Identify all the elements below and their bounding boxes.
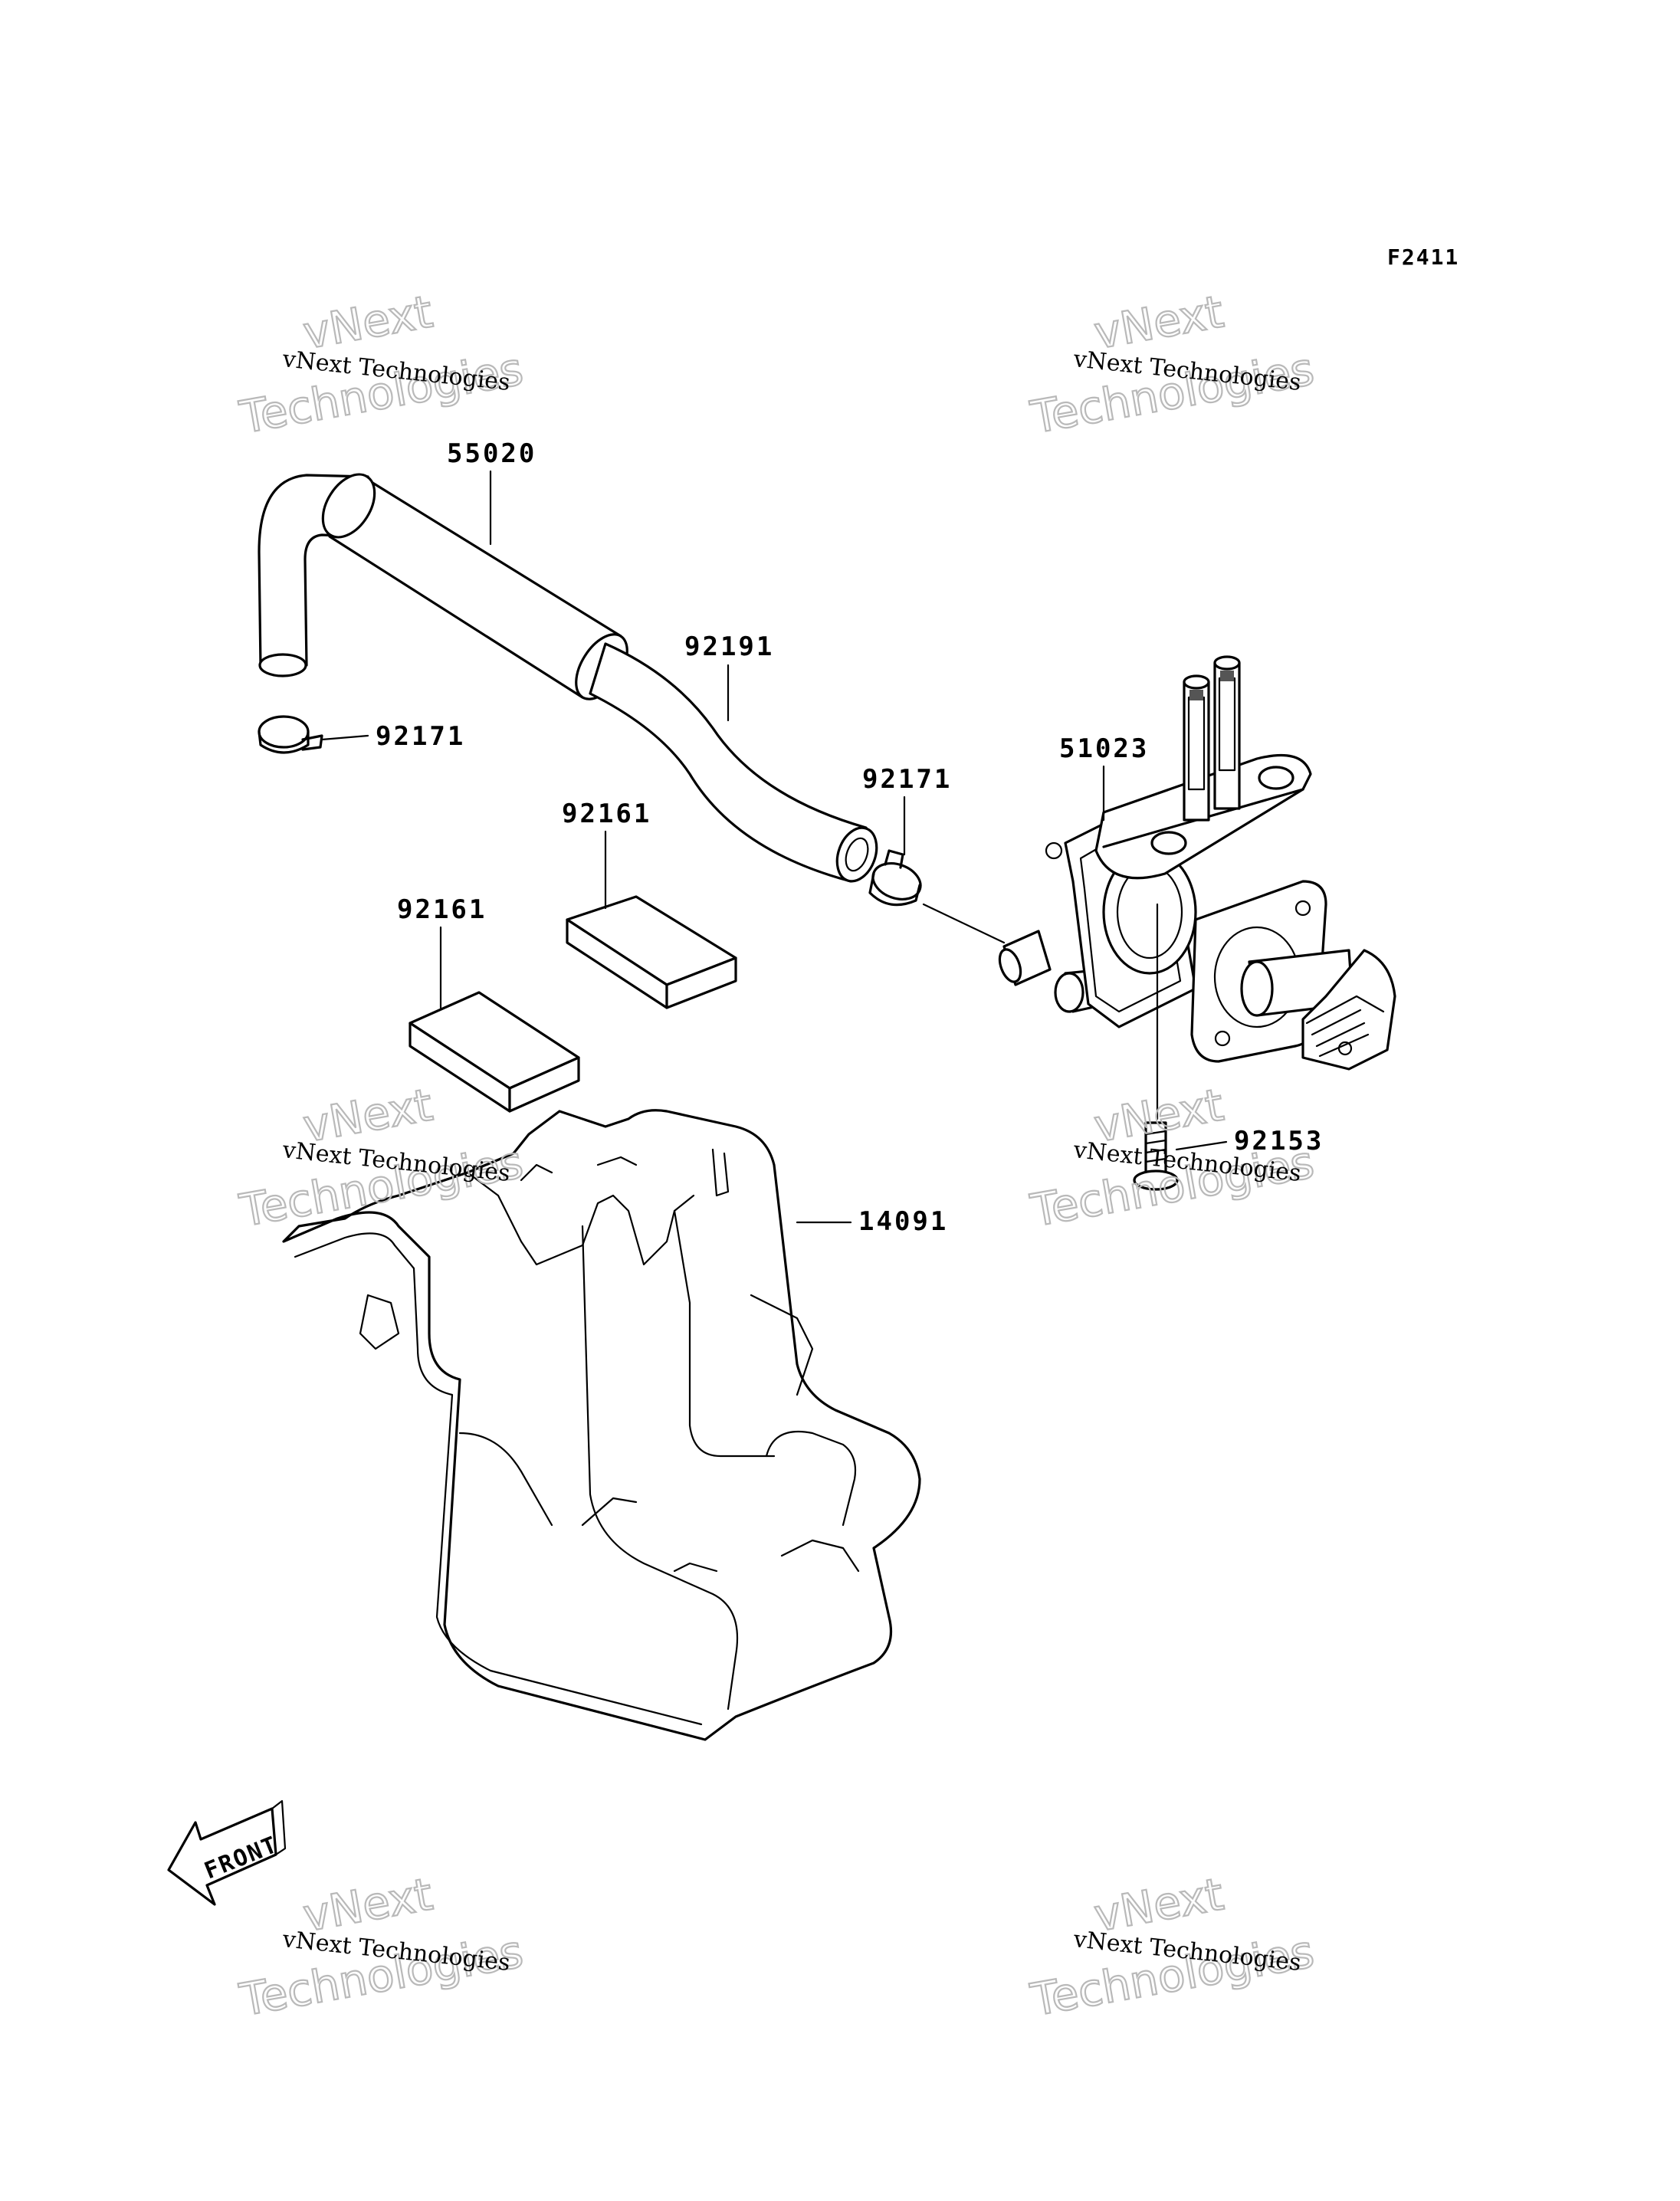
part-label-92191[interactable]: 92191 bbox=[684, 631, 774, 662]
part-label-14091[interactable]: 14091 bbox=[858, 1206, 948, 1237]
watermark-middle-right: vNext Technologies vNext Technologies bbox=[1026, 1078, 1319, 1238]
hose-clamp-left-drawing bbox=[258, 715, 323, 754]
leader-92153 bbox=[1175, 1140, 1228, 1151]
hose-clamp-middle-drawing bbox=[868, 849, 922, 907]
pad-lower-drawing bbox=[409, 991, 580, 1113]
part-label-92161-lower[interactable]: 92161 bbox=[397, 894, 487, 925]
part-label-92153[interactable]: 92153 bbox=[1234, 1126, 1324, 1156]
part-label-92171-middle[interactable]: 92171 bbox=[862, 764, 952, 795]
pad-upper-drawing bbox=[566, 895, 737, 1009]
fuel-valve-drawing bbox=[998, 655, 1396, 1120]
leader-clamp-to-valve bbox=[922, 903, 1006, 944]
watermark-top-left: vNext Technologies vNext Technologies bbox=[235, 284, 528, 444]
front-arrow-icon: FRONT bbox=[167, 1799, 287, 1906]
part-label-92171-left[interactable]: 92171 bbox=[376, 721, 465, 752]
part-label-51023[interactable]: 51023 bbox=[1059, 733, 1149, 764]
watermark-bottom-left: vNext Technologies vNext Technologies bbox=[235, 1867, 528, 2027]
part-label-92161-upper[interactable]: 92161 bbox=[562, 799, 651, 829]
watermark-big-top: vNext bbox=[300, 285, 437, 359]
screw-drawing bbox=[1133, 1121, 1179, 1191]
tray-drawing bbox=[282, 1109, 921, 1741]
watermark-top-right: vNext Technologies vNext Technologies bbox=[1026, 284, 1319, 444]
watermark-big-top: vNext bbox=[1091, 285, 1228, 359]
figure-code: F2411 bbox=[1387, 244, 1459, 270]
watermark-bottom-right: vNext Technologies vNext Technologies bbox=[1026, 1867, 1319, 2027]
leader-92171-left bbox=[320, 734, 369, 741]
fuel-hose-drawing bbox=[258, 473, 878, 883]
part-label-55020[interactable]: 55020 bbox=[447, 438, 536, 469]
